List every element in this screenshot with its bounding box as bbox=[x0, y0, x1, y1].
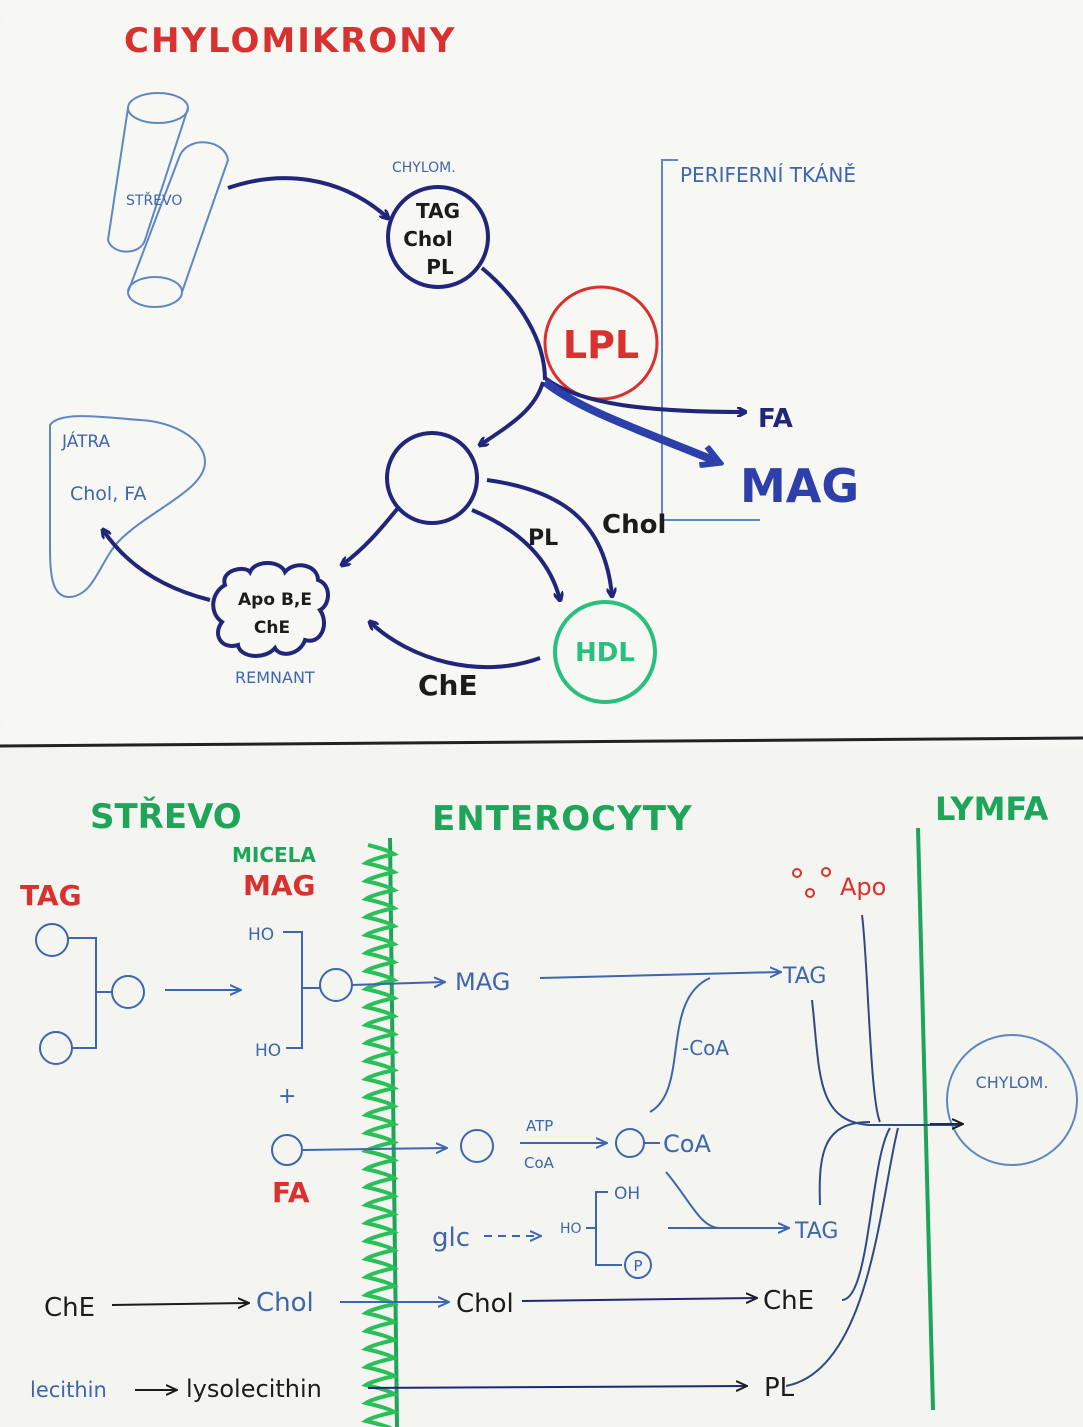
circle-to-remnant-arrow bbox=[342, 506, 400, 565]
chylom-bottom-label: CHYLOM. bbox=[976, 1073, 1049, 1092]
mag-label: MAG bbox=[740, 459, 859, 513]
tag2-label: TAG bbox=[794, 1219, 838, 1244]
chylom-label: CHYLOM. bbox=[392, 160, 456, 176]
fa-into-cell-arrow bbox=[302, 1148, 446, 1150]
liver-label: JÁTRA bbox=[61, 430, 111, 452]
fa-red-label: FA bbox=[272, 1176, 310, 1209]
hdl-to-remnant-arrow bbox=[370, 622, 541, 670]
chol-left-label: Chol bbox=[256, 1288, 314, 1318]
fa-arrow bbox=[543, 376, 745, 412]
chylom-circle-bottom bbox=[946, 1034, 1078, 1166]
assembly-lines bbox=[785, 914, 958, 1387]
intestine-label: STŘEVO bbox=[126, 192, 182, 209]
pl-arrow bbox=[471, 508, 560, 600]
p-label: P bbox=[633, 1257, 642, 1275]
fa-circle-cell bbox=[460, 1129, 494, 1163]
lpl-to-remnant-arrow bbox=[480, 381, 545, 445]
lecithin-label: lecithin bbox=[30, 1378, 107, 1402]
liver-shape bbox=[49, 415, 207, 599]
remnant-apo: Apo B,E bbox=[238, 590, 312, 610]
liver-contents: Chol, FA bbox=[70, 483, 146, 505]
coa-branch-line bbox=[649, 977, 711, 1113]
chylomicron-remnant-circle bbox=[385, 431, 479, 525]
chylom-tag: TAG bbox=[416, 199, 460, 223]
tag-label: TAG bbox=[20, 879, 82, 912]
remnant-che: ChE bbox=[254, 618, 290, 638]
hdl-circle bbox=[553, 600, 657, 704]
title: CHYLOMIKRONY bbox=[124, 21, 456, 61]
phosphate-circle bbox=[624, 1251, 652, 1279]
mag-label-bottom: MAG bbox=[455, 968, 510, 996]
minus-coa-label: -CoA bbox=[682, 1036, 729, 1060]
glycerol-skeleton bbox=[586, 1191, 622, 1266]
intestine-drawing bbox=[106, 92, 230, 308]
col-enterocyty: ENTEROCYTY bbox=[432, 799, 693, 839]
chol-to-che-arrow bbox=[521, 1298, 756, 1301]
che-to-chol-arrow bbox=[111, 1303, 248, 1305]
apo-label: Apo bbox=[840, 873, 886, 901]
lysolecithin-label: lysolecithin bbox=[186, 1375, 322, 1403]
remnant-label: REMNANT bbox=[235, 668, 315, 687]
bottom-card bbox=[0, 748, 1083, 1427]
card-divider bbox=[0, 736, 1083, 748]
che-left-label: ChE bbox=[44, 1293, 95, 1323]
mag-into-cell-arrow bbox=[351, 982, 444, 985]
apo-dots bbox=[792, 867, 831, 898]
col-strevo: STŘEVO bbox=[90, 796, 242, 837]
chylom-chol: Chol bbox=[403, 227, 453, 251]
pl-label: PL bbox=[528, 526, 558, 551]
lysolecithin-to-pl-arrow bbox=[367, 1386, 746, 1388]
fa-circle bbox=[271, 1134, 303, 1166]
lymph-line bbox=[916, 827, 935, 1411]
fa-label: FA bbox=[758, 404, 793, 434]
che-right-label: ChE bbox=[763, 1286, 814, 1316]
glc-label: glc bbox=[432, 1223, 470, 1253]
chol-arrow bbox=[486, 478, 612, 596]
hdl-label: HDL bbox=[575, 638, 635, 668]
oh-label: OH bbox=[614, 1184, 640, 1204]
brush-border bbox=[361, 843, 399, 1427]
remnant-blob bbox=[211, 561, 330, 658]
micela-label: MICELA bbox=[232, 843, 316, 867]
membrane-line bbox=[388, 837, 399, 1427]
top-card bbox=[0, 0, 1083, 745]
che-label: ChE bbox=[418, 669, 478, 702]
atp-label: ATP bbox=[526, 1117, 553, 1135]
peripheral-label: PERIFERNÍ TKÁNĚ bbox=[680, 163, 856, 187]
pl-bottom-label: PL bbox=[764, 1373, 795, 1403]
col-lymfa: LYMFA bbox=[935, 790, 1049, 828]
remnant-to-liver-arrow bbox=[103, 530, 211, 602]
tag1-label: TAG bbox=[782, 964, 826, 989]
ho-glycerol: HO bbox=[560, 1221, 582, 1237]
lpl-circle bbox=[543, 285, 659, 401]
coa-label: CoA bbox=[663, 1130, 711, 1158]
plus-sign: + bbox=[278, 1084, 296, 1109]
tag-molecule bbox=[35, 923, 145, 1065]
chol-mid-label: Chol bbox=[456, 1289, 514, 1319]
chylomicron-circle bbox=[386, 185, 490, 289]
mag-molecule: HO HO bbox=[248, 925, 353, 1061]
mag-red-label: MAG bbox=[243, 869, 316, 902]
intestine-to-chylomicron-arrow bbox=[227, 176, 388, 218]
mag-arrow bbox=[542, 378, 718, 462]
peripheral-bracket bbox=[661, 159, 760, 521]
coa-small-label: CoA bbox=[524, 1154, 555, 1172]
ho-top: HO bbox=[248, 925, 274, 945]
chylomicron-to-lpl-path bbox=[480, 266, 547, 381]
chol-label: Chol bbox=[602, 510, 666, 540]
chylom-pl: PL bbox=[426, 255, 454, 279]
ho-bottom: HO bbox=[255, 1041, 281, 1061]
mag-to-tag-arrow bbox=[539, 972, 780, 979]
lpl-label: LPL bbox=[563, 323, 639, 367]
